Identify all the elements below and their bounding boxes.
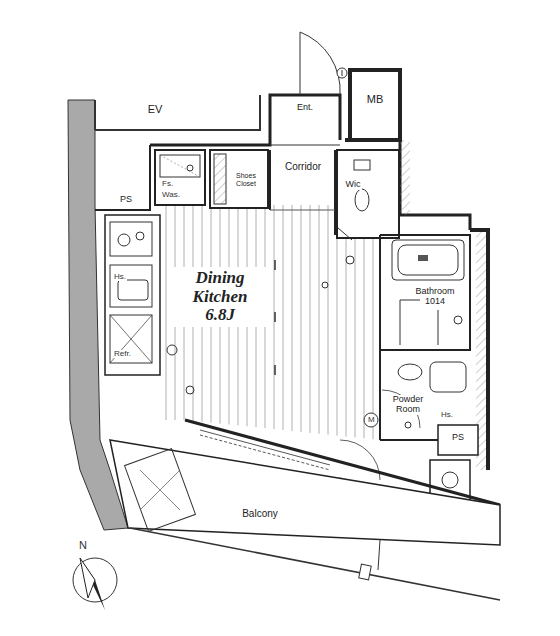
fixture-label: Refr. xyxy=(113,350,132,358)
room-area: Powder Room xyxy=(382,395,434,415)
room-area: PS xyxy=(108,195,144,205)
room-area: Dining Kitchen6.8J xyxy=(170,267,270,327)
room-label: 1014 xyxy=(424,297,446,307)
fixture-label: Was. xyxy=(161,191,181,199)
fixture-label: Fs. xyxy=(161,180,174,188)
room-label: EV xyxy=(147,103,164,115)
north-label: N xyxy=(78,540,88,551)
room-area: MB xyxy=(360,93,390,105)
room-label: PS xyxy=(119,195,133,205)
room-area: Corridor xyxy=(272,161,334,172)
room-label: Balcony xyxy=(241,508,279,519)
room-label: Ent. xyxy=(296,103,314,113)
room-label: Corridor xyxy=(284,161,322,172)
room-area: Shoes Closet xyxy=(228,172,264,187)
room-label: Bathroom xyxy=(414,287,455,297)
fixture-label: Hs. xyxy=(113,273,127,281)
room-label: Powder Room xyxy=(382,395,434,415)
room-label: MB xyxy=(366,93,385,105)
room-area: Wic xyxy=(338,180,368,190)
room-label: Shoes Closet xyxy=(228,172,264,187)
room-area: PS xyxy=(440,433,476,443)
fixture-label: M xyxy=(367,416,376,424)
fixture-label: Hs. xyxy=(440,411,454,419)
room-area: EV xyxy=(135,103,175,115)
room-label: Wic xyxy=(345,180,362,190)
room-label: 6.8J xyxy=(204,306,236,325)
room-area: Bathroom1014 xyxy=(405,287,465,307)
room-area: Balcony xyxy=(220,508,300,519)
room-area: Ent. xyxy=(285,103,325,113)
room-label: PS xyxy=(451,433,465,443)
room-label: Dining Kitchen xyxy=(172,269,268,306)
